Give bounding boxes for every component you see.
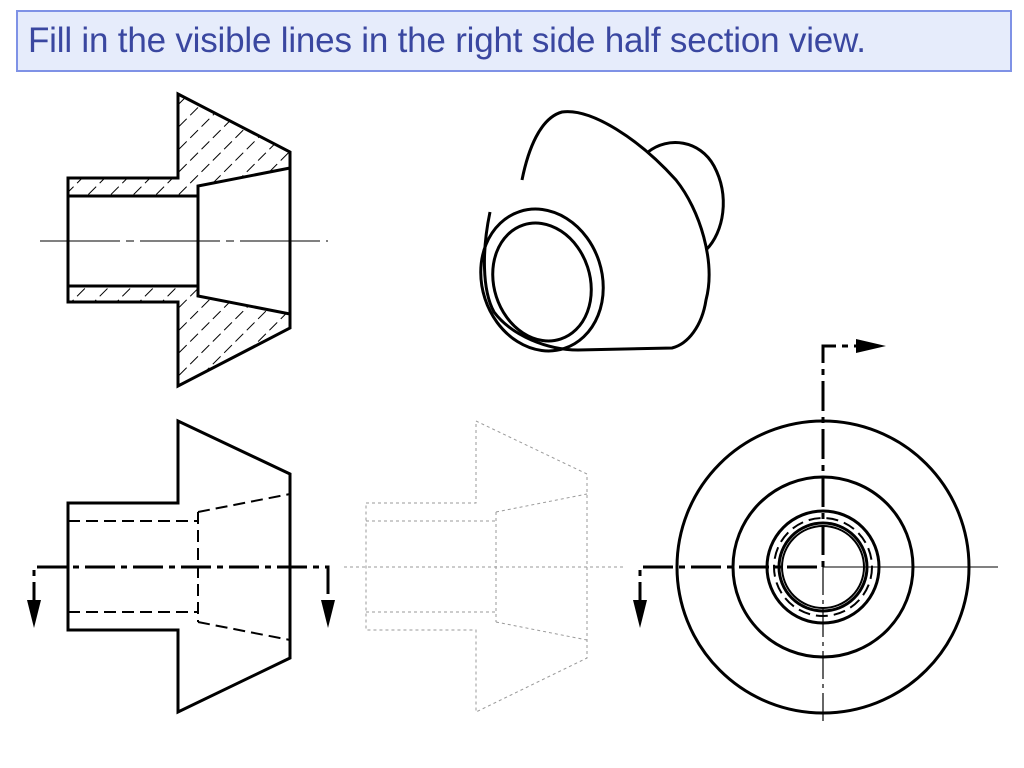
iso-face-outer <box>479 207 605 353</box>
cutting-plane-arrow-left <box>27 600 41 628</box>
title-banner: Fill in the visible lines in the right s… <box>16 10 1012 72</box>
iso-face-inner <box>491 221 593 343</box>
end-view-arrow-down <box>633 600 647 628</box>
ghost-cone-bottom <box>495 621 588 641</box>
iso-cone-body <box>482 110 711 352</box>
end-view <box>633 339 998 722</box>
front-hidden-cone-top <box>197 493 291 513</box>
ghost-cone-top <box>495 493 588 513</box>
cutting-plane-arrow-right <box>321 600 335 628</box>
front-outline <box>66 418 292 715</box>
isometric-view <box>479 110 725 353</box>
full-section-view <box>40 91 328 389</box>
instruction-title: Fill in the visible lines in the right s… <box>28 21 866 60</box>
iso-hub <box>647 141 725 252</box>
half-section-answer-area <box>344 420 626 713</box>
cutting-plane-line <box>32 565 330 612</box>
section-outline <box>66 91 292 389</box>
end-view-cutting-plane <box>638 344 858 612</box>
end-view-arrow-right <box>856 339 886 353</box>
ghost-outline <box>365 420 588 713</box>
front-view <box>27 418 335 715</box>
front-hidden-cone-bottom <box>197 621 291 641</box>
